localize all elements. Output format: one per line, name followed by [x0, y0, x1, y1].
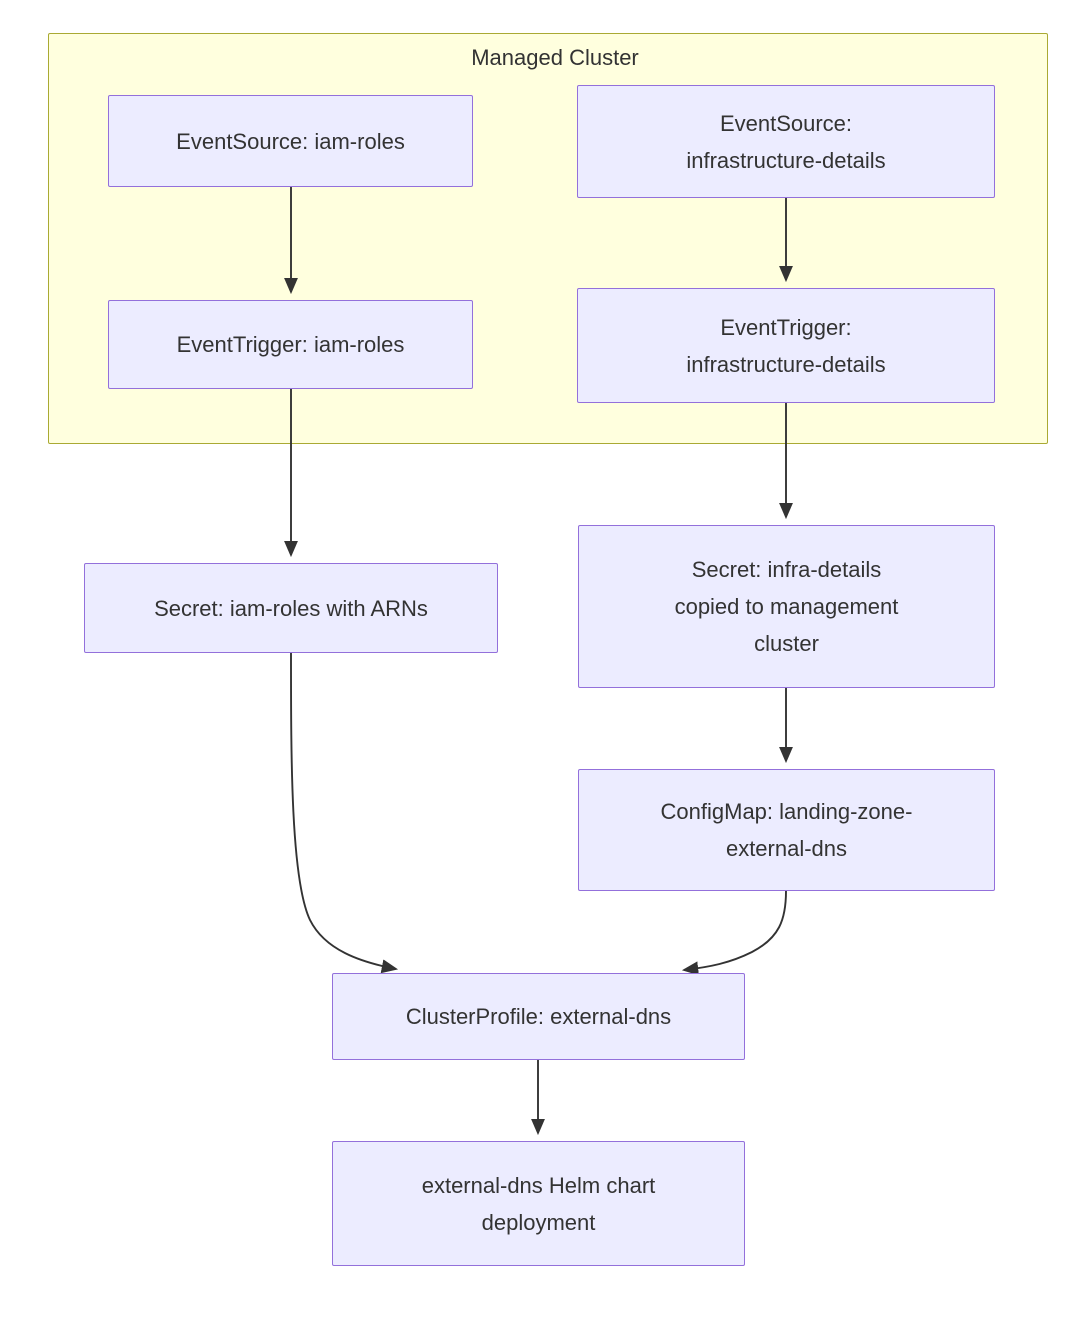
node-label-external-dns-helm-chart-deployment: external-dns Helm chart deployment [421, 1172, 656, 1235]
node-event-source-infrastructure-details[interactable]: EventSource: infrastructure-details [577, 85, 995, 198]
edge-secret-iam-to-clusterprofile [290, 652, 399, 974]
node-label-cluster-profile-external-dns: ClusterProfile: external-dns [405, 1004, 672, 1029]
node-label-configmap-landing-zone-external-dns: ConfigMap: landing-zone- external-dns [660, 799, 913, 861]
node-configmap-landing-zone-external-dns[interactable]: ConfigMap: landing-zone- external-dns [578, 769, 995, 891]
node-label-event-source-iam-roles: EventSource: iam-roles [176, 128, 405, 154]
node-label-secret-infra-details-copied: Secret: infra-details copied to manageme… [674, 557, 899, 656]
node-label-event-trigger-infrastructure-details: EventTrigger: infrastructure-details [686, 314, 886, 377]
node-event-trigger-iam-roles[interactable]: EventTrigger: iam-roles [108, 300, 473, 389]
node-event-trigger-infrastructure-details[interactable]: EventTrigger: infrastructure-details [577, 288, 995, 403]
edge-configmap-to-clusterprofile [681, 890, 787, 976]
node-external-dns-helm-chart-deployment[interactable]: external-dns Helm chart deployment [332, 1141, 745, 1266]
node-label-secret-iam-roles-with-arns: Secret: iam-roles with ARNs [154, 595, 428, 621]
node-label-event-source-infrastructure-details: EventSource: infrastructure-details [686, 110, 886, 173]
node-secret-infra-details-copied[interactable]: Secret: infra-details copied to manageme… [578, 525, 995, 688]
node-secret-iam-roles-with-arns[interactable]: Secret: iam-roles with ARNs [84, 563, 498, 653]
node-label-event-trigger-iam-roles: EventTrigger: iam-roles [176, 332, 405, 357]
node-event-source-iam-roles[interactable]: EventSource: iam-roles [108, 95, 473, 187]
cluster-title-managed-cluster: Managed Cluster [471, 45, 639, 70]
node-cluster-profile-external-dns[interactable]: ClusterProfile: external-dns [332, 973, 745, 1060]
